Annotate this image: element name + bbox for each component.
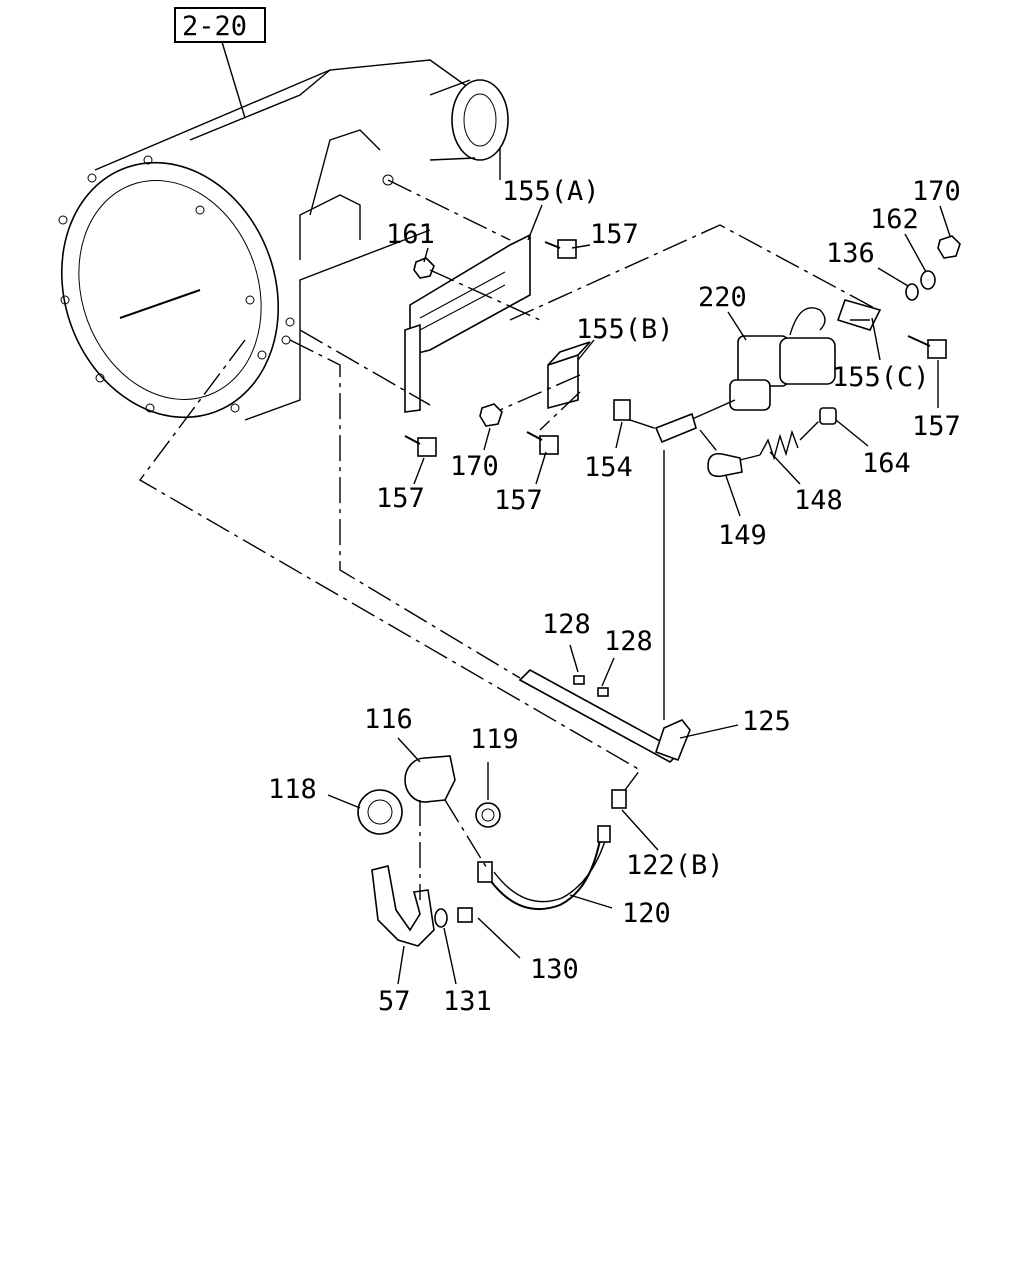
label-161[interactable]: 161	[386, 219, 435, 250]
clevis-149	[707, 452, 743, 478]
label-119[interactable]: 119	[470, 724, 519, 755]
label-157-mid[interactable]: 157	[494, 485, 543, 516]
spring-148	[759, 429, 799, 461]
washer-131	[434, 908, 448, 928]
label-130[interactable]: 130	[530, 954, 579, 985]
reference-box[interactable]: 2-20	[174, 7, 266, 119]
fitting-122b	[611, 789, 627, 809]
label-148[interactable]: 148	[794, 485, 843, 516]
fork-57	[371, 865, 435, 947]
push-rod-154	[613, 399, 697, 444]
label-155c[interactable]: 155(C)	[832, 362, 930, 393]
label-122b[interactable]: 122(B)	[626, 850, 724, 881]
slave-cylinder-220	[689, 307, 836, 421]
label-157-left[interactable]: 157	[376, 483, 425, 514]
label-128-right[interactable]: 128	[604, 626, 653, 657]
label-155a[interactable]: 155(A)	[502, 176, 600, 207]
spring-119	[475, 802, 501, 828]
label-57[interactable]: 57	[378, 986, 411, 1017]
label-220[interactable]: 220	[698, 282, 747, 313]
hub-116	[404, 755, 456, 803]
key-128-left	[573, 675, 585, 685]
label-157-top[interactable]: 157	[590, 219, 639, 250]
bracket-155a	[404, 233, 531, 413]
label-155b[interactable]: 155(B)	[576, 314, 674, 345]
label-128-left[interactable]: 128	[542, 609, 591, 640]
part-labels: 155(A) 157 161 155(B) 157 170 157 170 16…	[268, 176, 961, 1017]
reference-box-label: 2-20	[182, 11, 247, 42]
nut-170-mid	[479, 403, 503, 427]
label-170-mid[interactable]: 170	[450, 451, 499, 482]
shaft-125	[518, 450, 691, 763]
hose-120	[477, 825, 611, 911]
label-131[interactable]: 131	[443, 986, 492, 1017]
bolt-157-upper	[544, 239, 577, 259]
label-149[interactable]: 149	[718, 520, 767, 551]
leader-lines	[327, 204, 951, 985]
bolt-157-left	[404, 435, 437, 457]
washer-162	[920, 270, 936, 290]
nut-161	[413, 257, 435, 279]
clip-164	[819, 407, 837, 425]
bolt-130	[457, 907, 473, 923]
label-162[interactable]: 162	[870, 204, 919, 235]
nut-170-right	[937, 235, 961, 259]
label-116[interactable]: 116	[364, 704, 413, 735]
label-120[interactable]: 120	[622, 898, 671, 929]
bolt-157-right	[907, 335, 947, 359]
release-bearing-118	[357, 789, 403, 835]
transmission-housing	[58, 59, 509, 421]
bracket-155b	[547, 341, 591, 410]
label-118[interactable]: 118	[268, 774, 317, 805]
label-125[interactable]: 125	[742, 706, 791, 737]
bolt-157-mid	[526, 431, 559, 455]
assembly-lines	[138, 179, 879, 900]
key-128-right	[597, 687, 609, 697]
label-157-right[interactable]: 157	[912, 411, 961, 442]
label-136[interactable]: 136	[826, 238, 875, 269]
label-164[interactable]: 164	[862, 448, 911, 479]
label-154[interactable]: 154	[584, 452, 633, 483]
washer-136	[905, 283, 919, 301]
bracket-155c	[836, 299, 882, 331]
label-170-right[interactable]: 170	[912, 176, 961, 207]
